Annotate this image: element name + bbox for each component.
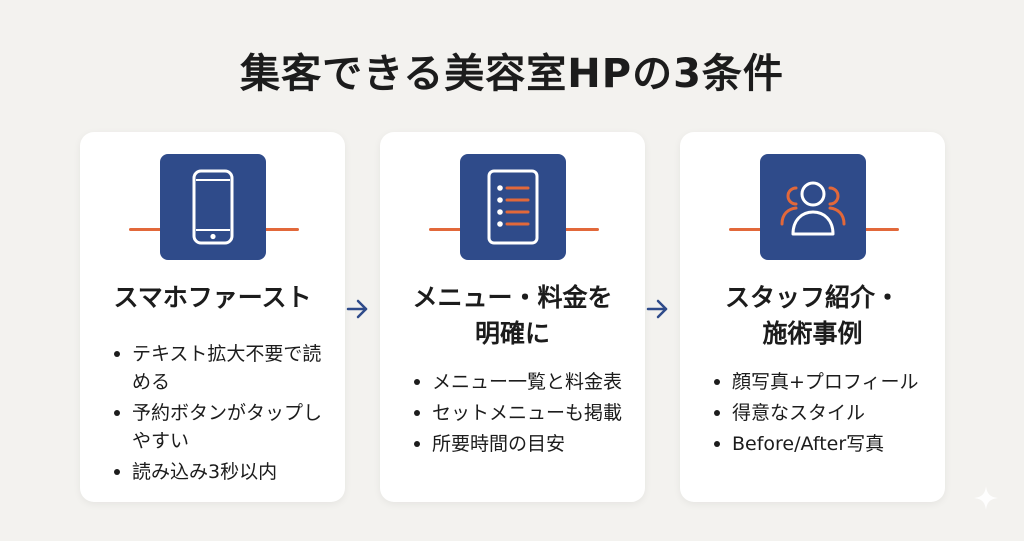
- smartphone-icon: [160, 154, 266, 260]
- decorative-line-left: [129, 228, 165, 231]
- bullet-list: 顔写真+プロフィール 得意なスタイル Before/After写真: [710, 368, 935, 461]
- list-item: メニュー一覧と料金表: [410, 368, 635, 396]
- page-title: 集客できる美容室HPの3条件: [240, 51, 784, 97]
- condition-card-smartphone-first: スマホファースト テキスト拡大不要で読める 予約ボタンがタップしやすい 読み込み…: [80, 132, 345, 502]
- arrow-right-icon: [346, 299, 368, 319]
- card-title: メニュー・料金を 明確に: [412, 283, 613, 348]
- list-item: セットメニューも掲載: [410, 399, 635, 427]
- list-item: 読み込み3秒以内: [110, 458, 335, 486]
- list-item: 予約ボタンがタップしやすい: [110, 399, 335, 455]
- decorative-line-right: [863, 228, 899, 231]
- card-title: スマホファースト: [113, 283, 312, 312]
- list-item: 得意なスタイル: [710, 399, 935, 427]
- list-item: テキスト拡大不要で読める: [110, 340, 335, 396]
- card-title: スタッフ紹介・ 施術事例: [724, 283, 900, 348]
- icon-row: [80, 154, 345, 262]
- icon-row: [380, 154, 645, 262]
- bullet-list: テキスト拡大不要で読める 予約ボタンがタップしやすい 読み込み3秒以内: [110, 340, 335, 489]
- decorative-line-right: [563, 228, 599, 231]
- decorative-line-left: [729, 228, 765, 231]
- list-item: Before/After写真: [710, 430, 935, 458]
- bullet-list: メニュー一覧と料金表 セットメニューも掲載 所要時間の目安: [410, 368, 635, 461]
- condition-card-staff-cases: スタッフ紹介・ 施術事例 顔写真+プロフィール 得意なスタイル Before/A…: [680, 132, 945, 502]
- condition-card-menu-pricing: メニュー・料金を 明確に メニュー一覧と料金表 セットメニューも掲載 所要時間の…: [380, 132, 645, 502]
- decorative-line-right: [263, 228, 299, 231]
- staff-group-icon: [760, 154, 866, 260]
- arrow-right-icon: [646, 299, 668, 319]
- list-item: 顔写真+プロフィール: [710, 368, 935, 396]
- sparkle-icon: [974, 486, 998, 510]
- icon-row: [680, 154, 945, 262]
- decorative-line-left: [429, 228, 465, 231]
- menu-list-icon: [460, 154, 566, 260]
- list-item: 所要時間の目安: [410, 430, 635, 458]
